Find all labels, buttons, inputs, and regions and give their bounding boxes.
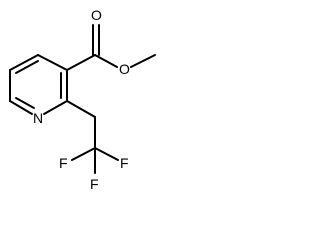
atom-label-ring-nitrogen: N [33,110,43,126]
ester-group [66,24,156,71]
bond-c5-c4 [37,54,68,71]
bond-ring-ch2 [66,100,96,118]
bond-ring-carbonyl [66,54,96,71]
bond-alkoxy-o-methyl [130,54,156,68]
pyridine-ring [9,54,68,115]
double-bond-c7-c5 [15,60,39,74]
bond-carbonyl-alkoxy-o [94,54,118,68]
atom-label-alkoxy-oxygen: O [119,61,130,77]
double-bond-n1-c6 [15,97,35,109]
trifluoroethyl-group [66,100,119,174]
atom-label-fluorine-left: F [59,155,68,171]
atom-label-fluorine-right: F [120,155,129,171]
atom-label-carbonyl-oxygen: O [91,7,102,23]
bond-cf3-fluorine-left [71,147,96,161]
structure-drawing: O O N F F F [9,7,156,192]
bond-c6-c5 [9,54,39,71]
atom-label-fluorine-bottom: F [90,176,99,192]
bond-n1-c6 [9,100,33,115]
bond-cf3-fluorine-right [94,147,119,161]
bond-c3-n1 [43,100,68,115]
